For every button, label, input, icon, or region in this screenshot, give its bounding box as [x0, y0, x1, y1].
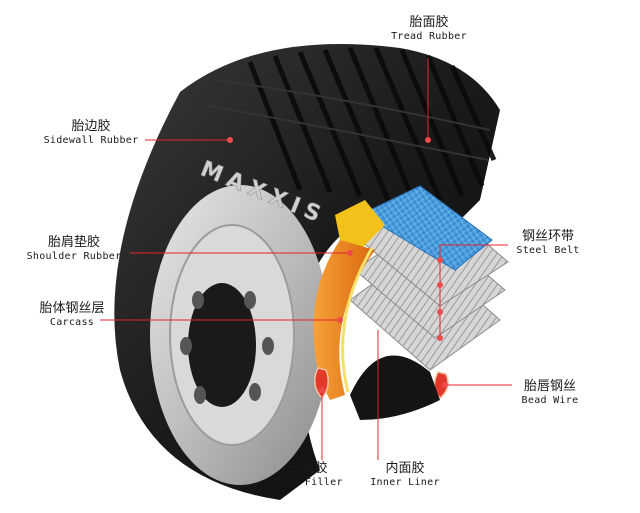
inner-liner-layer: [341, 247, 374, 393]
label-bead-wire-en: Bead Wire: [521, 394, 579, 406]
label-bead-filler-en: Bead Filler: [273, 476, 343, 488]
label-shoulder-rubber-zh: 胎肩垫胶: [47, 235, 100, 250]
label-inner-liner: 内面胶 Inner Liner: [360, 461, 450, 488]
label-tread-rubber-zh: 胎面胶: [409, 15, 449, 30]
carcass-layer: [313, 240, 375, 400]
bead-wire-right: [433, 371, 449, 400]
label-tread-rubber-en: Tread Rubber: [391, 30, 467, 42]
leader-lines: [100, 58, 512, 460]
label-sidewall-rubber-zh: 胎边胶: [71, 119, 111, 134]
callout-dots: [227, 137, 448, 393]
label-bead-filler: 三角胶 Bead Filler: [268, 461, 348, 488]
wheel-hub-center: [188, 283, 256, 407]
label-carcass: 胎体钢丝层 Carcass: [20, 301, 124, 328]
label-shoulder-rubber-en: Shoulder Rubber: [26, 250, 122, 262]
label-sidewall-rubber: 胎边胶 Sidewall Rubber: [36, 119, 146, 146]
tread-ribs: [204, 79, 491, 161]
label-steel-belt-zh: 钢丝环带: [521, 229, 574, 244]
tread-grooves: [247, 47, 497, 203]
wheel-lug-nuts: [180, 291, 274, 404]
label-steel-belt-en: Steel Belt: [516, 244, 580, 256]
label-shoulder-rubber: 胎肩垫胶 Shoulder Rubber: [18, 235, 130, 262]
label-sidewall-rubber-en: Sidewall Rubber: [43, 134, 139, 146]
label-bead-wire: 胎唇钢丝 Bead Wire: [510, 379, 590, 406]
label-bead-filler-zh: 三角胶: [288, 461, 328, 476]
label-carcass-en: Carcass: [49, 316, 95, 328]
label-inner-liner-zh: 内面胶: [385, 461, 425, 476]
inner-tire-dark: [350, 355, 440, 420]
label-carcass-zh: 胎体钢丝层: [39, 301, 105, 316]
label-steel-belt: 钢丝环带 Steel Belt: [508, 229, 588, 256]
label-bead-wire-zh: 胎唇钢丝: [523, 379, 576, 394]
shoulder-rubber-layer: [335, 200, 385, 250]
label-tread-rubber: 胎面胶 Tread Rubber: [388, 15, 470, 42]
label-inner-liner-en: Inner Liner: [370, 476, 440, 488]
steel-belt-blue-layer: [360, 185, 493, 271]
